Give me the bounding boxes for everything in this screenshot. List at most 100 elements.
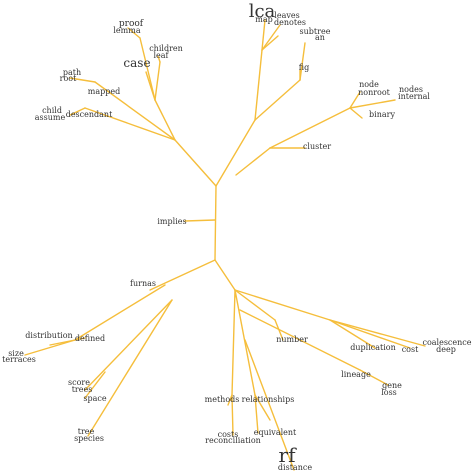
tree-edge	[231, 289, 236, 396]
word-label: leaf	[153, 51, 169, 60]
word-label: reconciliation	[205, 436, 261, 445]
word-label: methods	[205, 395, 240, 404]
word-label: furnas	[130, 279, 156, 288]
word-label: duplication	[350, 343, 396, 352]
tree-edge	[359, 369, 389, 386]
tree-edge	[84, 107, 176, 141]
word-label: score	[68, 378, 90, 387]
word-label: path	[63, 68, 81, 77]
word-label: descendant	[66, 110, 113, 119]
tree-edge	[139, 37, 156, 101]
tree-edge	[261, 35, 279, 51]
word-label: node	[359, 80, 379, 89]
tree-edge	[234, 289, 256, 396]
tree-edge	[214, 185, 217, 261]
word-label: leaves	[274, 11, 299, 20]
tree-edge	[69, 107, 86, 116]
word-label: relationships	[242, 395, 295, 404]
word-label: case	[123, 56, 150, 70]
tree-edge	[234, 289, 276, 321]
tree-edge	[149, 259, 216, 291]
tree-edge	[254, 79, 301, 121]
word-label: lemma	[113, 26, 140, 35]
word-label: child	[42, 106, 62, 115]
word-label: fig	[299, 63, 309, 72]
tree-edge	[254, 394, 259, 434]
tree-edge	[349, 91, 361, 109]
tree-edge	[329, 319, 426, 347]
tree-edge	[94, 81, 176, 141]
word-label: implies	[157, 217, 186, 226]
word-label: gene	[382, 381, 402, 390]
word-label: size	[8, 349, 24, 358]
tree-edge	[84, 299, 173, 391]
word-label: number	[276, 335, 308, 344]
tree-edge	[227, 394, 233, 406]
tree-edge	[299, 42, 306, 81]
word-label: deep	[436, 345, 456, 354]
word-label: species	[74, 434, 104, 443]
word-label: lineage	[341, 370, 371, 379]
tree-edge	[84, 371, 106, 399]
word-label: lca	[249, 1, 276, 22]
word-label: an	[315, 33, 325, 42]
tree-edge	[154, 99, 176, 141]
word-label: equivalent	[254, 428, 297, 437]
word-label: nonroot	[358, 88, 391, 97]
word-label: costs	[218, 430, 239, 439]
word-label: distribution	[25, 331, 72, 340]
tree-edge	[127, 27, 141, 39]
tree-edge	[254, 49, 263, 121]
word-label: internal	[398, 92, 430, 101]
tree-edge	[329, 319, 376, 349]
word-label: mapped	[88, 87, 120, 96]
word-label: space	[83, 394, 106, 403]
tree-edge	[261, 19, 266, 51]
tree-edge	[174, 139, 217, 187]
tree-edge	[239, 309, 361, 371]
word-label: root	[60, 74, 77, 83]
word-label: nodes	[399, 85, 423, 94]
tree-edge	[254, 394, 271, 421]
word-label: denotes	[274, 18, 306, 27]
word-label: defined	[75, 334, 105, 343]
tree-edge	[244, 339, 295, 471]
tree-edge	[184, 219, 216, 222]
tree-edge	[24, 339, 76, 356]
word-label: map	[255, 15, 272, 24]
word-label: loss	[381, 388, 397, 397]
word-label: coalescence	[422, 338, 471, 347]
word-label: proof	[119, 19, 144, 29]
tree-edge	[215, 119, 256, 187]
tree-edge	[214, 259, 236, 291]
word-label: tree	[78, 427, 95, 436]
word-label: distance	[278, 463, 312, 472]
word-label: rf	[279, 443, 298, 467]
tree-edge	[349, 107, 363, 119]
word-label: subtree	[300, 27, 331, 36]
tree-edge	[157, 55, 161, 63]
word-label: assume	[35, 113, 66, 122]
word-label: children	[149, 44, 183, 53]
tree-edge	[235, 147, 271, 176]
tree-edge	[329, 319, 411, 349]
tree-edge	[74, 284, 166, 341]
tree-edge	[145, 71, 156, 101]
tree-edge	[234, 289, 331, 321]
word-label: terraces	[2, 355, 36, 364]
word-label: cluster	[303, 142, 331, 151]
word-label: binary	[369, 110, 395, 119]
tree-edge	[74, 337, 86, 341]
tree-edge	[87, 299, 173, 437]
tree-edge	[231, 394, 234, 436]
tree-edge	[69, 77, 96, 83]
word-label: cost	[402, 345, 419, 354]
tree-edge	[261, 24, 281, 51]
word-label: trees	[72, 385, 93, 394]
tree-edge	[269, 107, 351, 149]
tree-edge	[349, 99, 396, 109]
tree-edge	[154, 61, 161, 101]
